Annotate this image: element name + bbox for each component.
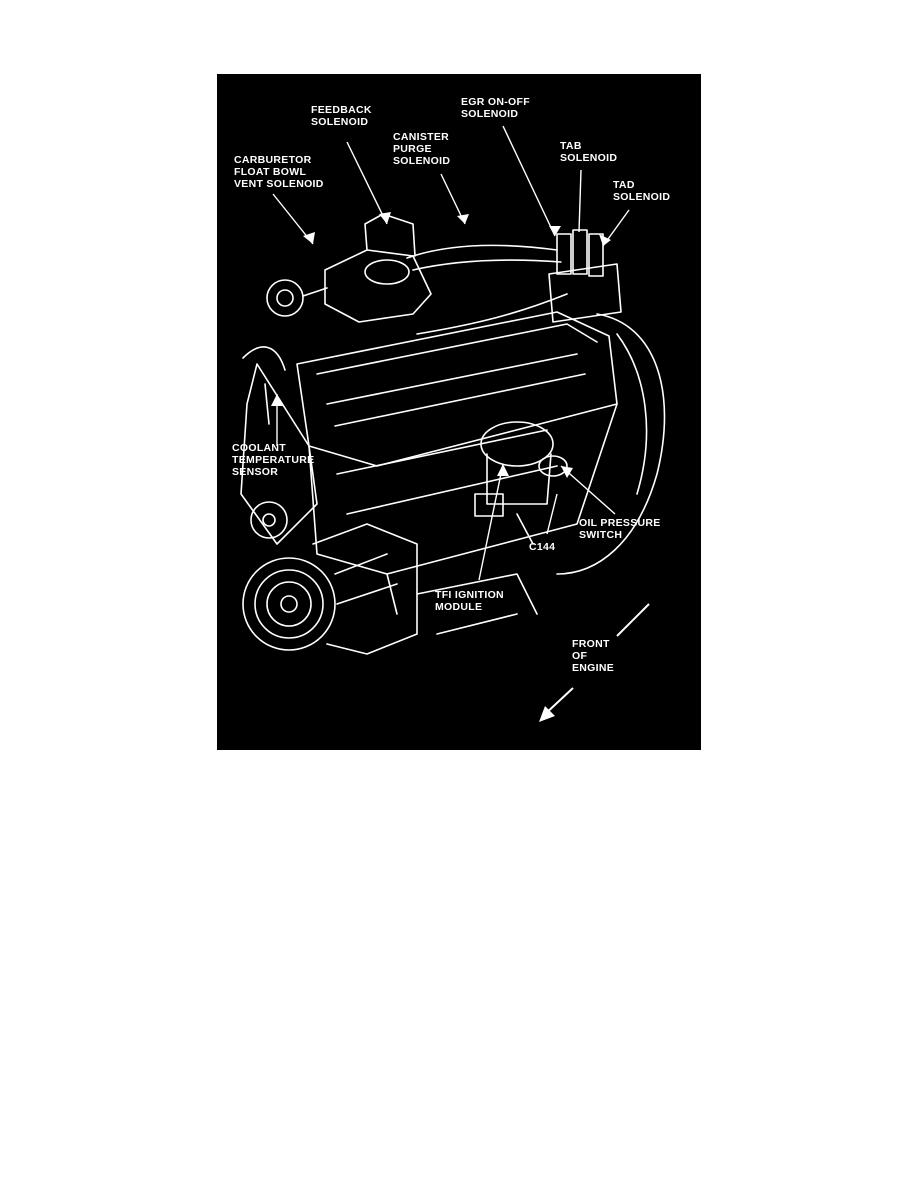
label-line: OIL PRESSURE xyxy=(579,517,661,529)
label-line: TAB xyxy=(560,140,582,152)
label-line: VENT SOLENOID xyxy=(234,178,324,190)
label-line: TEMPERATURE xyxy=(232,454,315,466)
label-oil-pressure-switch: OIL PRESSURE SWITCH xyxy=(579,517,661,541)
label-line: CANISTER xyxy=(393,131,450,143)
label-line: SWITCH xyxy=(579,529,623,541)
label-line: FEEDBACK xyxy=(311,104,372,116)
label-coolant-temperature-sensor: COOLANT TEMPERATURE SENSOR xyxy=(232,442,314,478)
label-line: C144 xyxy=(529,541,556,553)
label-line: ENGINE xyxy=(572,662,615,674)
label-feedback-solenoid: FEEDBACK SOLENOID xyxy=(311,104,372,128)
label-tfi-ignition-module: TFI IGNITION MODULE xyxy=(435,589,504,613)
label-line: SOLENOID xyxy=(461,108,519,120)
label-line: SENSOR xyxy=(232,466,279,478)
label-line: SOLENOID xyxy=(393,155,451,167)
label-carburetor-float-bowl-vent-solenoid: CARBURETOR FLOAT BOWL VENT SOLENOID xyxy=(234,154,324,190)
label-line: EGR ON-OFF xyxy=(461,96,530,108)
label-line: SOLENOID xyxy=(613,191,671,203)
label-line: SOLENOID xyxy=(560,152,618,164)
label-front-of-engine: FRONT OF ENGINE xyxy=(572,638,614,674)
label-line: TAD xyxy=(613,179,635,191)
label-c144: C144 xyxy=(529,541,555,553)
engine-illustration xyxy=(240,125,666,722)
label-line: SOLENOID xyxy=(311,116,369,128)
label-line: COOLANT xyxy=(232,442,287,454)
label-tab-solenoid: TAB SOLENOID xyxy=(560,140,617,164)
label-line: FRONT xyxy=(572,638,610,650)
label-egr-on-off-solenoid: EGR ON-OFF SOLENOID xyxy=(461,96,530,120)
label-line: OF xyxy=(572,650,588,662)
label-line: CARBURETOR xyxy=(234,154,312,166)
label-line: TFI IGNITION xyxy=(435,589,504,601)
label-canister-purge-solenoid: CANISTER PURGE SOLENOID xyxy=(393,131,450,167)
label-tad-solenoid: TAD SOLENOID xyxy=(613,179,670,203)
engine-diagram: FEEDBACK SOLENOID EGR ON-OFF SOLENOID CA… xyxy=(217,74,701,750)
label-line: FLOAT BOWL xyxy=(234,166,307,178)
label-line: PURGE xyxy=(393,143,432,155)
label-line: MODULE xyxy=(435,601,483,613)
